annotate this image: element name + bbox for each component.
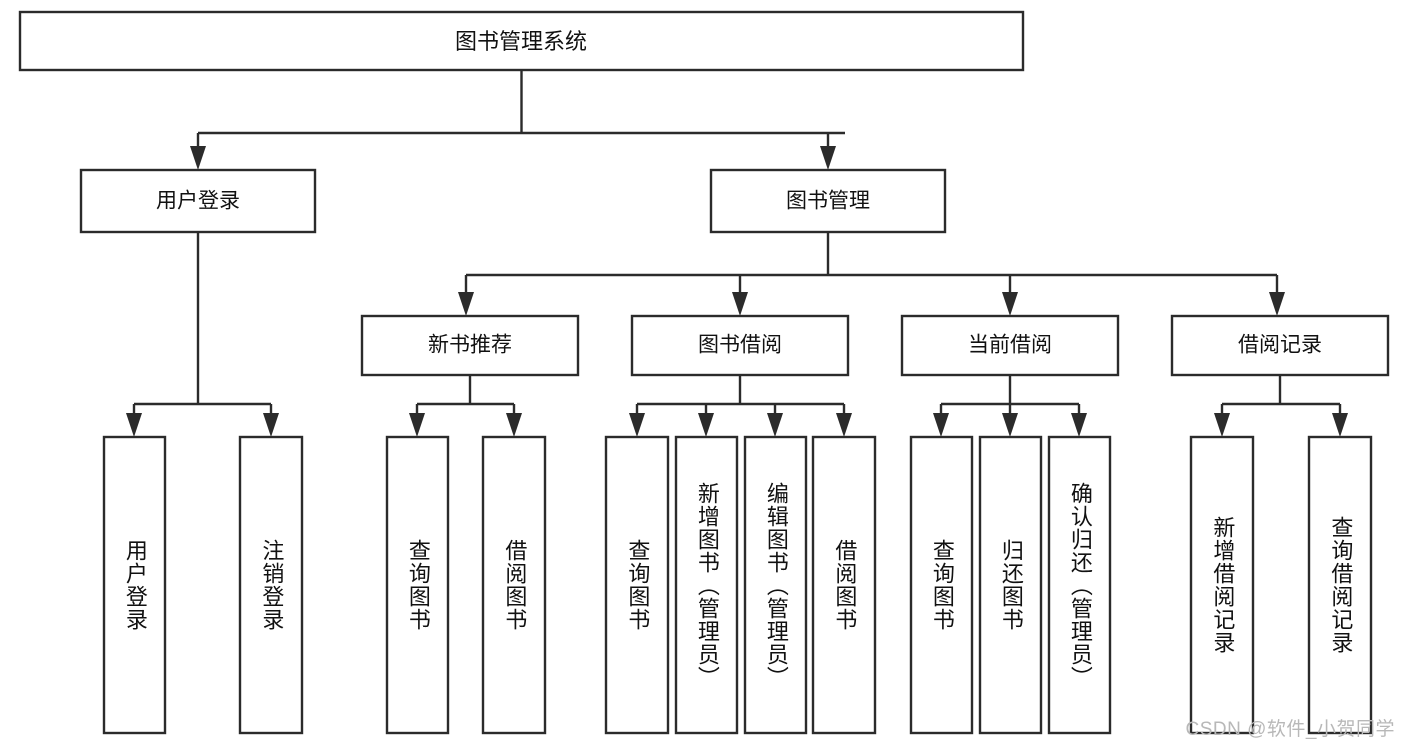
arrow-head-leaf-borrow-book-1 — [506, 413, 522, 437]
arrow-head-new-book-recommend — [458, 292, 474, 316]
leaf-box-query-book-2[interactable] — [604, 435, 670, 735]
connector-group-root — [190, 70, 845, 170]
connector-group-borrow-record — [1214, 375, 1348, 437]
connector-group-current-borrow — [933, 375, 1087, 437]
node-borrow-record[interactable]: 借阅记录 — [1170, 314, 1390, 377]
node-book-borrow[interactable]: 图书借阅 — [630, 314, 850, 377]
node-new-book-recommend-box[interactable] — [360, 314, 580, 377]
node-root-label: 图书管理系统 — [455, 29, 587, 54]
arrow-head-user-login — [190, 146, 206, 170]
node-borrow-record-label: 借阅记录 — [1238, 334, 1322, 357]
node-user-login-label: 用户登录 — [156, 190, 240, 213]
arrow-head-borrow-record — [1269, 292, 1285, 316]
leaf-box-query-book-1[interactable] — [385, 435, 450, 735]
node-book-manage-box[interactable] — [709, 168, 947, 234]
leaf-box-borrow-book-1[interactable] — [481, 435, 547, 735]
node-new-book-recommend[interactable]: 新书推荐 — [360, 314, 580, 377]
node-book-borrow-box[interactable] — [630, 314, 850, 377]
arrow-head-leaf-edit-book — [767, 413, 783, 437]
arrow-head-book-borrow — [732, 292, 748, 316]
leaf-box-return-book[interactable] — [978, 435, 1043, 735]
arrow-head-leaf-user-logout — [263, 413, 279, 437]
leaf-box-user-login[interactable] — [102, 435, 167, 735]
node-current-borrow-box[interactable] — [900, 314, 1120, 377]
leaf-box-confirm-return[interactable] — [1047, 435, 1112, 735]
arrow-head-current-borrow — [1002, 292, 1018, 316]
arrow-head-leaf-return-book — [1002, 413, 1018, 437]
arrow-head-leaf-user-login — [126, 413, 142, 437]
leaf-box-add-record[interactable] — [1189, 435, 1255, 735]
node-book-borrow-label: 图书借阅 — [698, 334, 782, 357]
watermark-text: CSDN @软件_小贺同学 — [1185, 719, 1395, 740]
node-user-login[interactable]: 用户登录 — [79, 168, 317, 234]
node-new-book-recommend-label: 新书推荐 — [428, 334, 512, 357]
leaf-box-add-book[interactable] — [674, 435, 739, 735]
arrow-head-leaf-add-book — [698, 413, 714, 437]
leaf-box-edit-book[interactable] — [743, 435, 808, 735]
arrow-head-leaf-borrow-book-2 — [836, 413, 852, 437]
node-borrow-record-box[interactable] — [1170, 314, 1390, 377]
node-root-box[interactable] — [18, 10, 1025, 72]
arrow-head-book-manage — [820, 146, 836, 170]
node-current-borrow-label: 当前借阅 — [968, 334, 1052, 357]
arrow-head-leaf-add-record — [1214, 413, 1230, 437]
node-root[interactable]: 图书管理系统 — [18, 10, 1025, 72]
node-book-manage[interactable]: 图书管理 — [709, 168, 947, 234]
connector-group-book-manage — [458, 232, 1285, 316]
leaf-box-borrow-book-2[interactable] — [811, 435, 877, 735]
arrow-head-leaf-query-record — [1332, 413, 1348, 437]
connector-group-new-book-recommend — [409, 375, 522, 437]
arrow-head-leaf-query-book-1 — [409, 413, 425, 437]
node-current-borrow[interactable]: 当前借阅 — [900, 314, 1120, 377]
leaf-box-query-record[interactable] — [1307, 435, 1373, 735]
leaf-box-query-book-3[interactable] — [909, 435, 974, 735]
arrow-head-leaf-query-book-3 — [933, 413, 949, 437]
connector-group-book-borrow — [629, 375, 852, 437]
node-book-manage-label: 图书管理 — [786, 190, 870, 213]
arrow-head-leaf-confirm-return — [1071, 413, 1087, 437]
leaf-box-user-logout[interactable] — [238, 435, 304, 735]
connector-group-user-login — [126, 232, 279, 437]
arrow-head-leaf-query-book-2 — [629, 413, 645, 437]
node-user-login-box[interactable] — [79, 168, 317, 234]
